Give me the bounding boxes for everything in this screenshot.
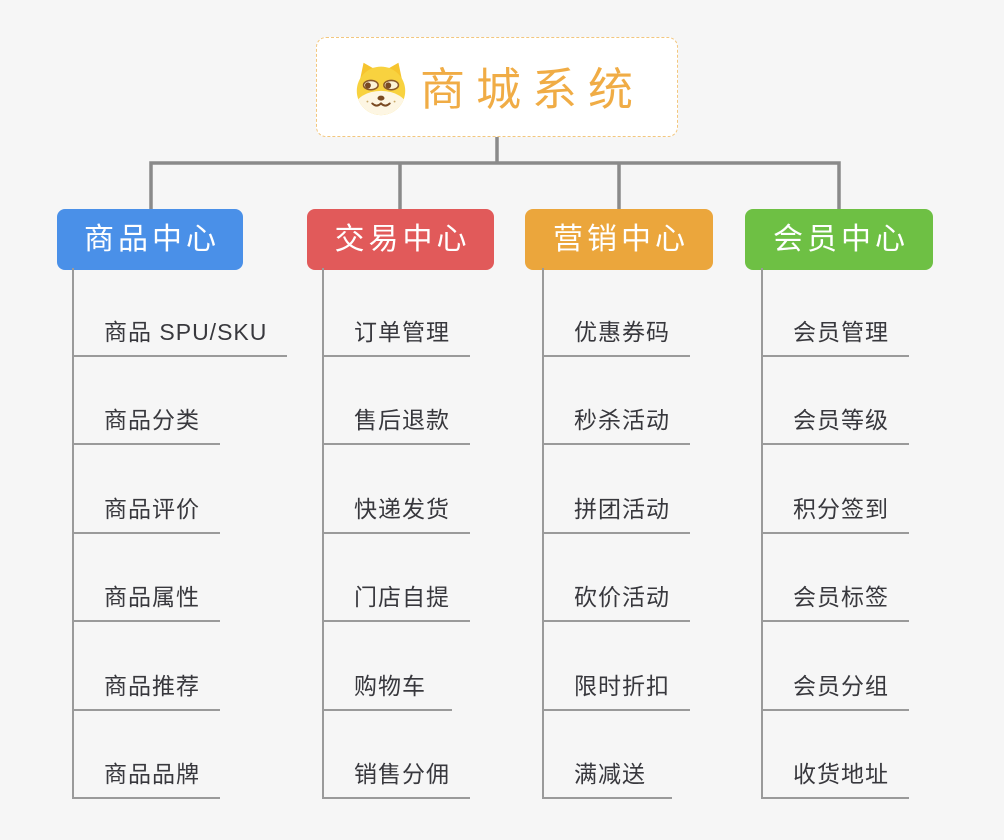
leaf-node[interactable]: 订单管理 xyxy=(324,268,470,357)
branch-marketing-center[interactable]: 营销中心 xyxy=(525,209,713,270)
leaf-node[interactable]: 会员等级 xyxy=(763,357,909,445)
branch-label: 交易中心 xyxy=(334,222,471,256)
column-trade-center: 订单管理 售后退款 快递发货 门店自提 购物车 销售分佣 xyxy=(322,268,470,799)
root-title: 商城系统 xyxy=(419,63,644,115)
leaf-node[interactable]: 商品推荐 xyxy=(74,622,220,711)
leaf-node[interactable]: 商品 SPU/SKU xyxy=(74,268,288,357)
leaf-node[interactable]: 满减送 xyxy=(544,711,672,799)
leaf-node[interactable]: 商品品牌 xyxy=(74,711,220,799)
root-node[interactable]: 商城系统 xyxy=(316,37,678,137)
leaf-node[interactable]: 积分签到 xyxy=(763,445,909,534)
leaf-node[interactable]: 会员分组 xyxy=(763,622,909,711)
leaf-node[interactable]: 销售分佣 xyxy=(324,711,470,799)
branch-label: 商品中心 xyxy=(84,222,220,256)
branch-label: 营销中心 xyxy=(553,222,689,256)
leaf-node[interactable]: 会员管理 xyxy=(763,268,909,357)
leaf-node[interactable]: 秒杀活动 xyxy=(544,357,690,445)
leaf-node[interactable]: 门店自提 xyxy=(324,534,470,622)
leaf-node[interactable]: 商品分类 xyxy=(74,357,220,445)
leaf-node[interactable]: 商品属性 xyxy=(74,534,220,622)
leaf-node[interactable]: 优惠券码 xyxy=(544,268,690,357)
branch-product-center[interactable]: 商品中心 xyxy=(57,209,243,270)
leaf-node[interactable]: 购物车 xyxy=(324,622,452,711)
column-marketing-center: 优惠券码 秒杀活动 拼团活动 砍价活动 限时折扣 满减送 xyxy=(542,268,690,799)
doge-icon xyxy=(350,56,412,118)
column-product-center: 商品 SPU/SKU 商品分类 商品评价 商品属性 商品推荐 商品品牌 xyxy=(72,268,288,799)
leaf-node[interactable]: 限时折扣 xyxy=(544,622,690,711)
leaf-node[interactable]: 拼团活动 xyxy=(544,445,690,534)
leaf-node[interactable]: 收货地址 xyxy=(763,711,909,799)
branch-member-center[interactable]: 会员中心 xyxy=(745,209,933,270)
column-member-center: 会员管理 会员等级 积分签到 会员标签 会员分组 收货地址 xyxy=(761,268,909,799)
leaf-node[interactable]: 快递发货 xyxy=(324,445,470,534)
leaf-node[interactable]: 砍价活动 xyxy=(544,534,690,622)
branch-trade-center[interactable]: 交易中心 xyxy=(307,209,494,270)
leaf-node[interactable]: 商品评价 xyxy=(74,445,220,534)
branch-label: 会员中心 xyxy=(773,222,909,256)
leaf-node[interactable]: 会员标签 xyxy=(763,534,909,622)
leaf-node[interactable]: 售后退款 xyxy=(324,357,470,445)
